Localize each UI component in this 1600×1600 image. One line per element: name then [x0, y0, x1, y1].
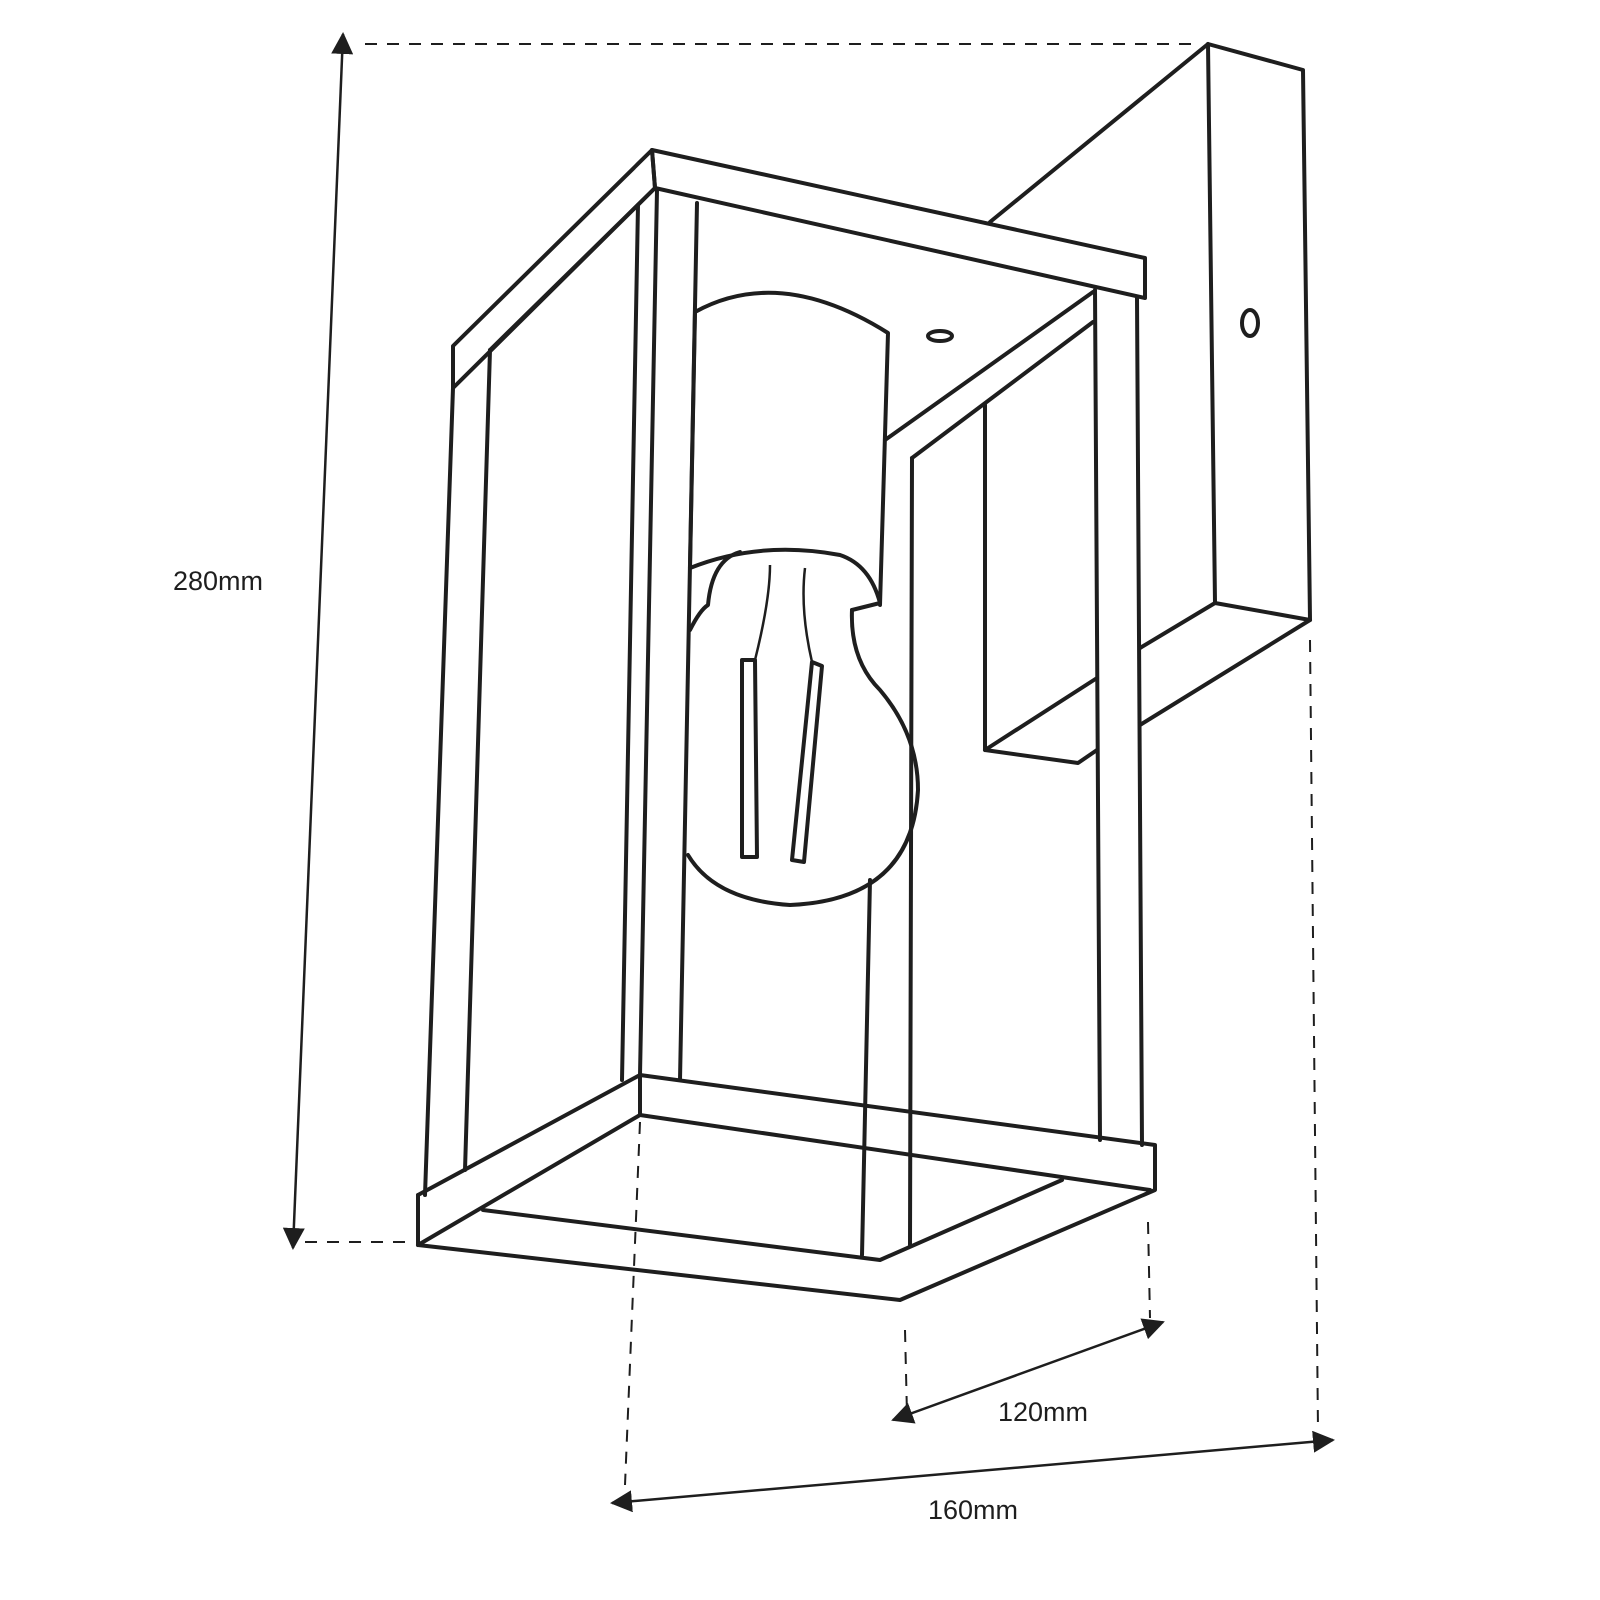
lantern-bottom-frame — [416, 1073, 1157, 1302]
screw-hole-icon — [1240, 308, 1260, 338]
height-label: 280mm — [173, 566, 264, 596]
width-label: 120mm — [998, 1397, 1089, 1427]
height-dimension — [282, 32, 1200, 1250]
lantern-top-cap — [451, 148, 1147, 390]
bulb — [686, 290, 920, 907]
depth-label: 160mm — [928, 1495, 1019, 1525]
width-dimension — [891, 1221, 1165, 1424]
lantern-frame — [423, 188, 1144, 1257]
wall-plate — [988, 42, 1312, 727]
depth-dimension — [610, 639, 1335, 1513]
